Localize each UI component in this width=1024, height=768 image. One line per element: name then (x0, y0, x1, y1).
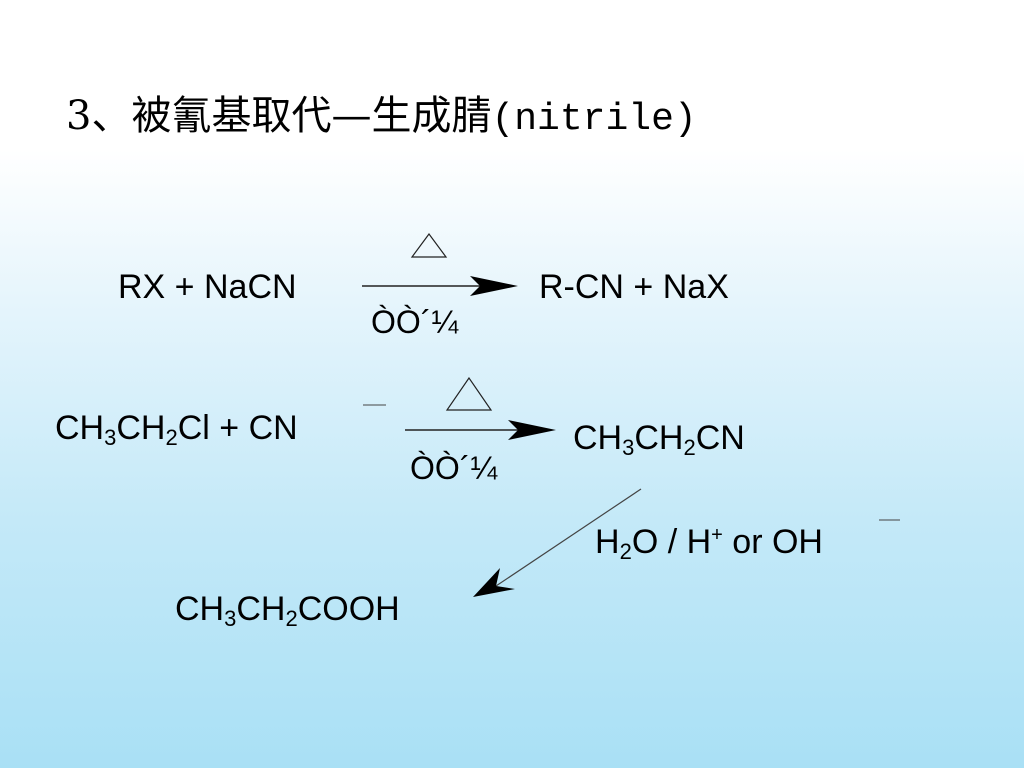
slide-title: 3、被氰基取代—生成腈(nitrile) (66, 96, 697, 139)
hyd-rest1: O / H (631, 523, 712, 561)
r2-sub1: 3 (104, 425, 117, 450)
reaction1-reactants: RX + NaCN (118, 268, 297, 306)
r2-ch: CH (55, 409, 105, 447)
reaction1-condition: ÒÒ´¼ (371, 304, 459, 340)
acid-product: CH3CH2COOH (175, 590, 400, 630)
hydrolysis-arrow-head (473, 568, 515, 597)
p2-tail: CN (695, 419, 745, 457)
heat-triangle-1 (410, 232, 448, 258)
r2-ch2: CH (116, 409, 166, 447)
hydrolysis-arrow (495, 488, 642, 587)
acid-tail: COOH (297, 590, 400, 628)
p2-ch2: CH (634, 419, 684, 457)
title-english: (nitrile) (491, 98, 697, 141)
acid-ch: CH (175, 590, 225, 628)
acid-ch2: CH (236, 590, 286, 628)
reaction2-condition: ÒÒ´¼ (410, 450, 498, 486)
title-chinese: 被氰基取代—生成腈 (131, 93, 492, 139)
reaction-arrow-2-head (508, 420, 556, 440)
hyd-h: H (595, 523, 620, 561)
reaction2-reactants: CH3CH2Cl + CN (55, 409, 298, 449)
reaction1-products: R-CN + NaX (539, 268, 729, 306)
r2-tail: Cl + CN (177, 409, 298, 447)
reaction2-product: CH3CH2CN (573, 419, 745, 459)
acid-sub1: 3 (224, 606, 237, 631)
hyd-rest2: or OH (722, 523, 823, 561)
heat-triangle-2 (445, 376, 493, 411)
r2-sub2: 2 (165, 425, 178, 450)
reaction-arrow-1-head (470, 276, 518, 296)
p2-sub2: 2 (683, 435, 696, 460)
hyd-h-sub: 2 (619, 539, 632, 564)
p2-ch: CH (573, 419, 623, 457)
acid-sub2: 2 (285, 606, 298, 631)
title-number: 3、 (66, 93, 132, 139)
p2-sub1: 3 (622, 435, 635, 460)
hyd-plus: + (711, 524, 723, 546)
hydrolysis-conditions: H2O / H+ or OH (595, 523, 823, 563)
